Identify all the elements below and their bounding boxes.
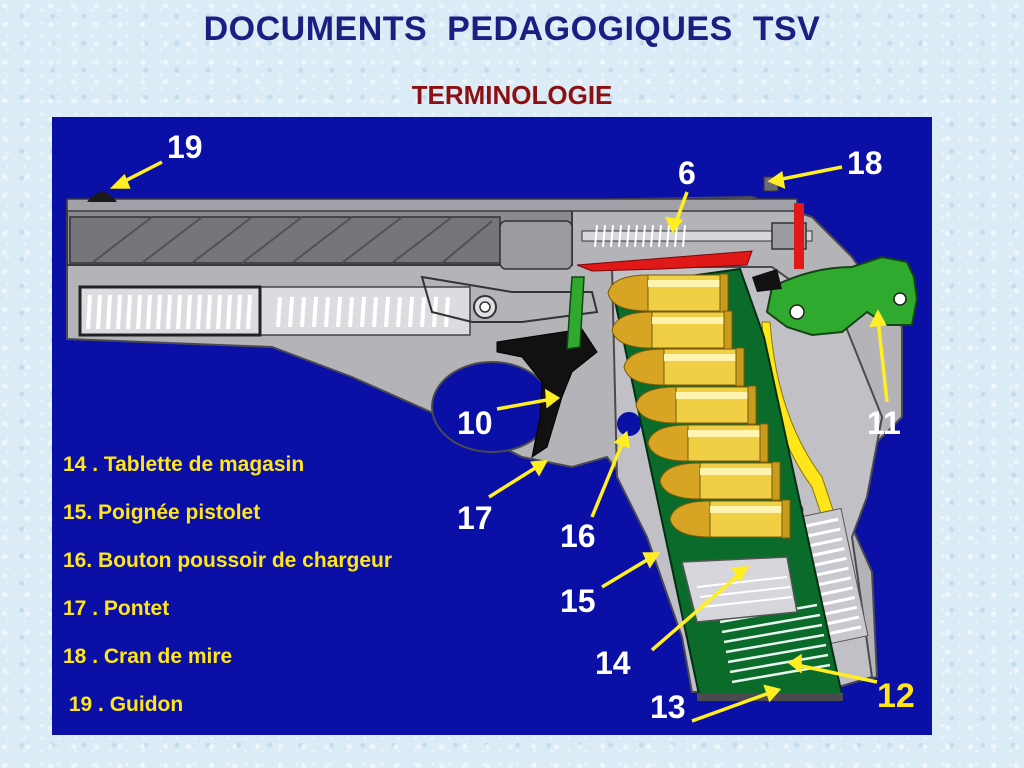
cartridge-stack	[607, 273, 791, 539]
pistol-cutaway-diagram	[66, 160, 919, 723]
callout-11: 11	[867, 405, 901, 441]
magazine-follower	[681, 556, 798, 623]
legend-item-14: 14 . Tablette de magasin	[63, 453, 305, 476]
callout-6: 6	[678, 155, 696, 191]
callout-12: 12	[877, 677, 915, 715]
cartridge-highlight	[676, 392, 748, 399]
cartridge-rim	[771, 461, 781, 501]
cartridge	[669, 499, 791, 539]
cartridge-rim	[719, 273, 729, 313]
callout-17: 17	[457, 500, 493, 536]
barrel-chamber	[499, 220, 573, 270]
legend-item-19: 19 . Guidon	[63, 693, 184, 716]
diagram-panel: 19 6 18 10 11 17 16 15 14 13 12 14 . Tab…	[52, 117, 932, 735]
page-title: DOCUMENTS PEDAGOGIQUES TSV	[203, 10, 821, 48]
front-sight	[87, 192, 117, 202]
cartridge-highlight	[648, 280, 720, 287]
cartridge	[659, 461, 781, 501]
safety-lever	[566, 276, 585, 350]
hammer-pin	[789, 304, 805, 320]
legend-item-15: 15. Poignée pistolet	[63, 501, 261, 524]
firing-pin-spring	[594, 224, 686, 248]
cartridge	[647, 423, 769, 463]
page-subtitle: TERMINOLOGIE	[411, 80, 613, 110]
callout-leaders	[109, 160, 889, 723]
hammer-strut-pin	[893, 292, 907, 306]
slide-stop-pin-center	[479, 301, 491, 313]
callout-19: 19	[167, 129, 203, 165]
firing-pin-retainer	[794, 203, 804, 269]
cartridge-rim	[747, 385, 757, 425]
mainspring	[800, 517, 862, 637]
legend-item-18: 18 . Cran de mire	[63, 645, 233, 668]
cartridge	[607, 273, 729, 313]
callout-18: 18	[847, 145, 883, 181]
barrel-rifling	[91, 216, 493, 264]
callout-15: 15	[560, 583, 596, 619]
slide-top	[66, 198, 798, 212]
recoil-spring-housing	[79, 286, 471, 336]
barrel	[69, 216, 501, 264]
cartridge	[611, 310, 733, 350]
legend-item-16: 16. Bouton poussoir de chargeur	[63, 549, 393, 572]
magazine-release-button	[617, 412, 641, 436]
callout-16: 16	[560, 518, 596, 554]
cartridge-rim	[735, 347, 745, 387]
sear-bar	[576, 250, 753, 272]
cartridge-rim	[723, 310, 733, 350]
cartridge	[635, 385, 757, 425]
legend-item-17: 17 . Pontet	[63, 597, 170, 620]
cartridge-highlight	[710, 506, 782, 513]
callout-14: 14	[595, 645, 631, 681]
cartridge	[623, 347, 745, 387]
cartridge-highlight	[700, 468, 772, 475]
cartridge-highlight	[688, 430, 760, 437]
firing-pin	[581, 230, 813, 242]
callout-10: 10	[457, 405, 493, 441]
cartridge-rim	[759, 423, 769, 463]
terminology-legend: 14 . Tablette de magasin 15. Poignée pis…	[63, 451, 533, 739]
callout-13: 13	[650, 689, 686, 725]
cartridge-rim	[781, 499, 791, 539]
recoil-spring-guide	[78, 285, 262, 337]
recoil-spring	[86, 294, 450, 330]
trigger-bar	[420, 275, 599, 323]
cartridge-highlight	[652, 317, 724, 324]
cartridge-highlight	[664, 354, 736, 361]
sear	[752, 269, 782, 292]
